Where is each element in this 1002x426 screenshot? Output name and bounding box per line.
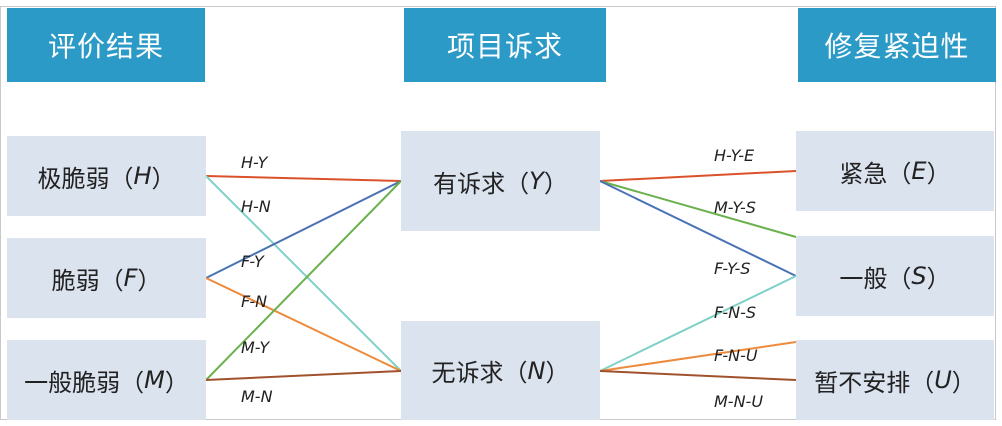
box-general: 一般（S） [796, 236, 994, 316]
box-urgent: 紧急（E） [796, 131, 994, 211]
box-fragile: 脆弱（F） [7, 238, 206, 318]
label-h-y-e: H-Y-E [714, 146, 755, 165]
link-f-n [205, 277, 402, 372]
label-f-y: F-Y [241, 252, 264, 271]
link-m-y [205, 180, 402, 381]
label-h-n: H-N [241, 197, 271, 216]
label-m-y: M-Y [241, 338, 270, 357]
label-f-n: F-N [241, 292, 268, 311]
label-f-n-s: F-N-S [714, 303, 756, 322]
header-demand: 项目诉求 [404, 8, 606, 82]
label-f-y-s: F-Y-S [714, 259, 751, 278]
link-f-n-s [599, 275, 797, 372]
link-h-y [205, 175, 402, 182]
label-h-y: H-Y [241, 153, 268, 172]
link-m-y-s [599, 180, 797, 238]
label-m-n: M-N [241, 387, 273, 406]
link-f-n-u [599, 341, 797, 372]
link-m-n-u [599, 370, 797, 381]
box-extremely-fragile: 极脆弱（H） [7, 136, 206, 216]
link-f-y [205, 180, 402, 279]
header-result: 评价结果 [7, 8, 205, 82]
label-m-n-u: M-N-U [714, 392, 764, 411]
label-f-n-u: F-N-U [714, 346, 758, 365]
link-m-n [205, 370, 402, 381]
link-h-n [205, 175, 402, 372]
link-f-y-s [599, 180, 797, 277]
box-has-demand: 有诉求（Y） [401, 131, 600, 231]
label-m-y-s: M-Y-S [714, 198, 756, 217]
box-not-scheduled: 暂不安排（U） [796, 340, 994, 420]
header-urgency: 修复紧迫性 [798, 8, 996, 82]
box-no-demand: 无诉求（N） [401, 321, 600, 420]
link-h-y-e [599, 170, 797, 182]
box-generally-fragile: 一般脆弱（M） [7, 340, 206, 420]
